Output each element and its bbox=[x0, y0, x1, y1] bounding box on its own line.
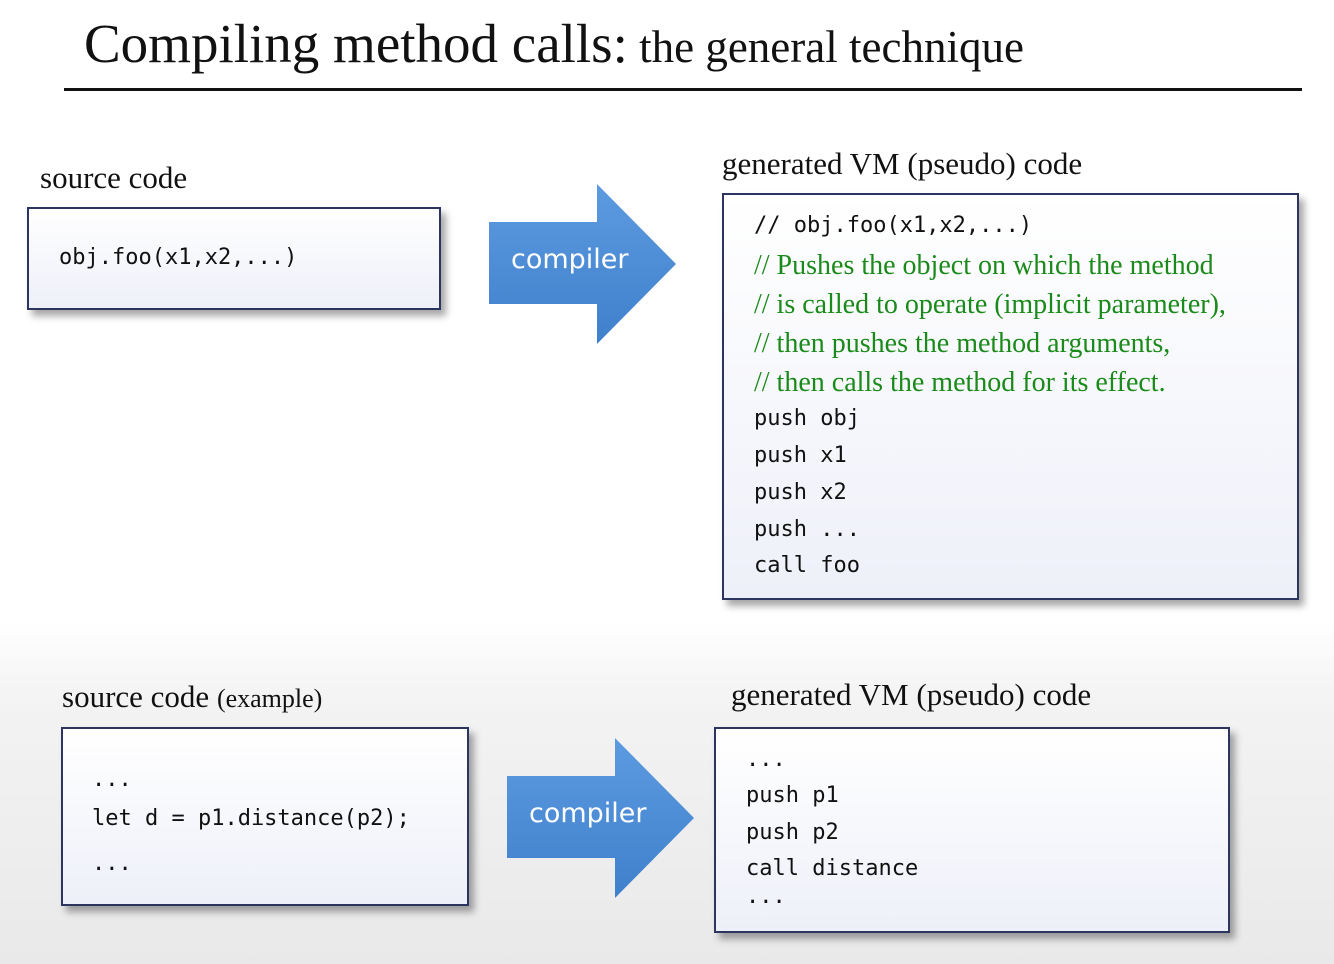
bottom-source-label-main: source code bbox=[62, 679, 210, 714]
bottom-source-label: source code (example) bbox=[62, 679, 322, 715]
bottom-source-code-line: ... bbox=[92, 851, 132, 876]
top-vm-code-line: push x2 bbox=[754, 480, 847, 505]
bottom-vm-code-line: ... bbox=[746, 884, 786, 909]
bottom-compiler-arrow: compiler bbox=[507, 738, 697, 898]
top-compiler-label: compiler bbox=[511, 244, 629, 275]
top-vm-box: // obj.foo(x1,x2,...) // Pushes the obje… bbox=[722, 193, 1299, 600]
bottom-source-code-line: let d = p1.distance(p2); bbox=[92, 806, 410, 831]
arrow-shape bbox=[489, 184, 676, 344]
top-vm-comment: // then pushes the method arguments, bbox=[754, 328, 1171, 359]
bottom-vm-box: ... push p1 push p2 call distance ... bbox=[714, 727, 1230, 933]
bottom-vm-code-line: push p2 bbox=[746, 820, 839, 845]
top-vm-code-line: call foo bbox=[754, 553, 860, 578]
top-source-label: source code bbox=[40, 160, 188, 195]
bottom-source-code-line: ... bbox=[92, 767, 132, 792]
top-vm-comment: // is called to operate (implicit parame… bbox=[754, 289, 1226, 320]
arrow-shape bbox=[507, 738, 694, 898]
title-main: Compiling method calls: bbox=[84, 13, 628, 74]
top-vm-code-comment: // obj.foo(x1,x2,...) bbox=[754, 213, 1033, 238]
top-vm-code-line: push x1 bbox=[754, 443, 847, 468]
bottom-vm-label: generated VM (pseudo) code bbox=[731, 677, 1092, 712]
top-source-code: obj.foo(x1,x2,...) bbox=[59, 245, 298, 270]
title-underline bbox=[64, 88, 1302, 91]
top-vm-comment: // then calls the method for its effect. bbox=[754, 367, 1166, 398]
bottom-source-label-suffix: (example) bbox=[216, 684, 323, 713]
top-vm-label: generated VM (pseudo) code bbox=[722, 146, 1083, 181]
top-source-box: obj.foo(x1,x2,...) bbox=[27, 207, 441, 310]
bottom-vm-code-line: ... bbox=[746, 747, 786, 772]
bottom-vm-code-line: push p1 bbox=[746, 783, 839, 808]
top-vm-code-line: push obj bbox=[754, 406, 860, 431]
top-vm-comment: // Pushes the object on which the method bbox=[754, 250, 1214, 281]
bottom-compiler-label: compiler bbox=[529, 798, 647, 829]
bottom-vm-code-line: call distance bbox=[746, 856, 919, 881]
bottom-source-box: ... let d = p1.distance(p2); ... bbox=[61, 727, 469, 906]
top-vm-code-line: push ... bbox=[754, 517, 860, 542]
title-sub: the general technique bbox=[627, 22, 1024, 72]
slide-title: Compiling method calls: the general tech… bbox=[84, 13, 1024, 75]
top-compiler-arrow: compiler bbox=[489, 184, 679, 344]
